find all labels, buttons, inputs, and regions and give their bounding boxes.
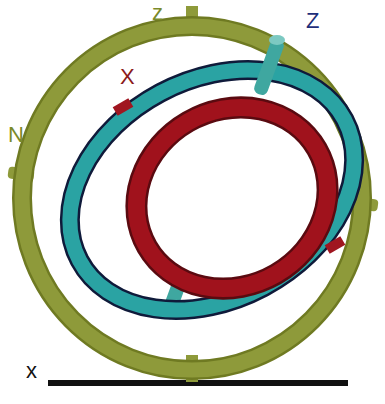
inner-pivot xyxy=(113,98,134,116)
inner-pivot xyxy=(325,236,346,254)
middle-ring xyxy=(28,22,385,357)
inner-ring xyxy=(103,73,361,323)
middle-axis xyxy=(253,37,286,96)
inner-ring-edge xyxy=(103,73,361,323)
base-axis-label: x xyxy=(26,360,37,382)
node-line-label: N xyxy=(8,124,24,146)
inner-axis-label: X xyxy=(120,66,135,88)
axis-cap xyxy=(269,35,285,45)
middle-ring-edge xyxy=(28,22,385,357)
middle-axis-label: Z xyxy=(306,10,319,32)
outer-axis-label: z xyxy=(152,2,163,24)
